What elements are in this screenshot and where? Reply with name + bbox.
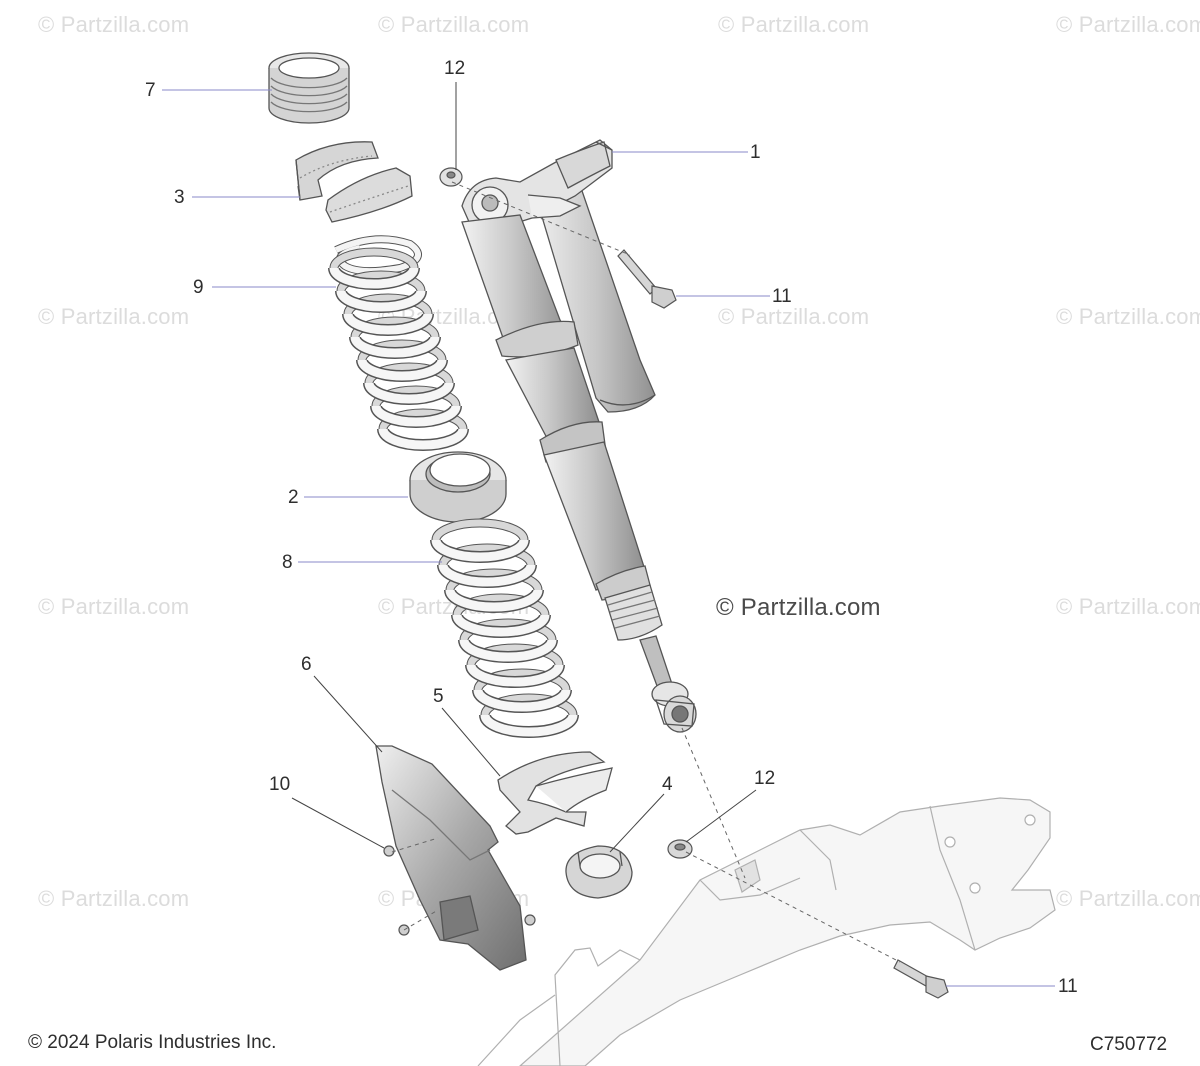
assembly-lines [391,181,901,963]
watermark: © Partzilla.com [38,594,190,619]
part-11-bolt-lower [893,959,949,999]
spring-coil-front-fill [473,689,571,712]
watermark: © Partzilla.com [1056,886,1200,911]
part-12-nut-top [439,167,463,187]
part-6-guard [375,745,527,971]
callout-5: 5 [433,686,444,707]
spring-coil-front-fill [371,405,461,427]
spring-coil-front-fill [329,267,419,289]
diagram-code: C750772 [1090,1034,1168,1055]
part-8-lower-spring [430,518,579,738]
spring-coil-front-fill [343,313,433,335]
spring-coil-front-fill [431,539,529,562]
frame-swingarm [477,797,1056,1066]
callout-11-top: 11 [772,286,792,307]
callout-6: 6 [301,654,312,675]
part-11-bolt-top [617,249,677,309]
callout-10: 10 [269,774,291,795]
spring-coil-back-fill [330,248,418,269]
callout-7: 7 [145,80,156,101]
part-4-spring-seat [565,845,633,899]
spring-coil-front-fill [445,589,543,612]
callout-12-top: 12 [444,58,466,79]
callout-4: 4 [662,774,673,795]
spring-coil-front-fill [480,714,578,737]
leader-lines [162,89,1055,987]
spring-coil-front-fill [459,639,557,662]
part-10-screws [383,845,536,936]
spring-coil-front-fill [350,336,440,358]
spring-coil-front-fill [336,290,426,312]
part-1-shock-absorber [461,139,697,733]
callout-3: 3 [174,187,185,208]
watermark: © Partzilla.com [1056,304,1200,329]
spring-coil-front-fill [438,564,536,587]
watermark: © Partzilla.com [38,886,190,911]
watermark: © Partzilla.com [718,304,870,329]
part-5-mount-plate [497,751,613,835]
spring-coil-front-fill [357,359,447,381]
watermark: © Partzilla.com [1056,12,1200,37]
watermark: © Partzilla.com [38,12,190,37]
spring-coil-front-fill [452,614,550,637]
callout-2: 2 [288,487,299,508]
watermark: © Partzilla.com [1056,594,1200,619]
copyright-text: © 2024 Polaris Industries Inc. [28,1032,277,1053]
spring-coil-front-fill [378,428,468,450]
spring-coil-front-fill [364,382,454,404]
callout-1: 1 [750,142,761,163]
watermark: © Partzilla.com [378,12,530,37]
part-3-split-retainer [295,141,413,223]
part-12-nut-lower [667,839,693,859]
callout-11-lower: 11 [1058,976,1078,997]
callout-12-lower: 12 [754,768,776,789]
spring-coil-back-fill [432,519,528,541]
leader-lines-dark [291,82,757,853]
watermark-center: © Partzilla.com [716,594,881,621]
part-2-crossover-ring [409,451,507,523]
callout-9: 9 [193,277,204,298]
part-7-spring-spacer [268,52,350,124]
watermark: © Partzilla.com [718,12,870,37]
callout-8: 8 [282,552,293,573]
spring-coil-front-fill [466,664,564,687]
watermark: © Partzilla.com [38,304,190,329]
part-9-upper-spring [328,235,469,451]
